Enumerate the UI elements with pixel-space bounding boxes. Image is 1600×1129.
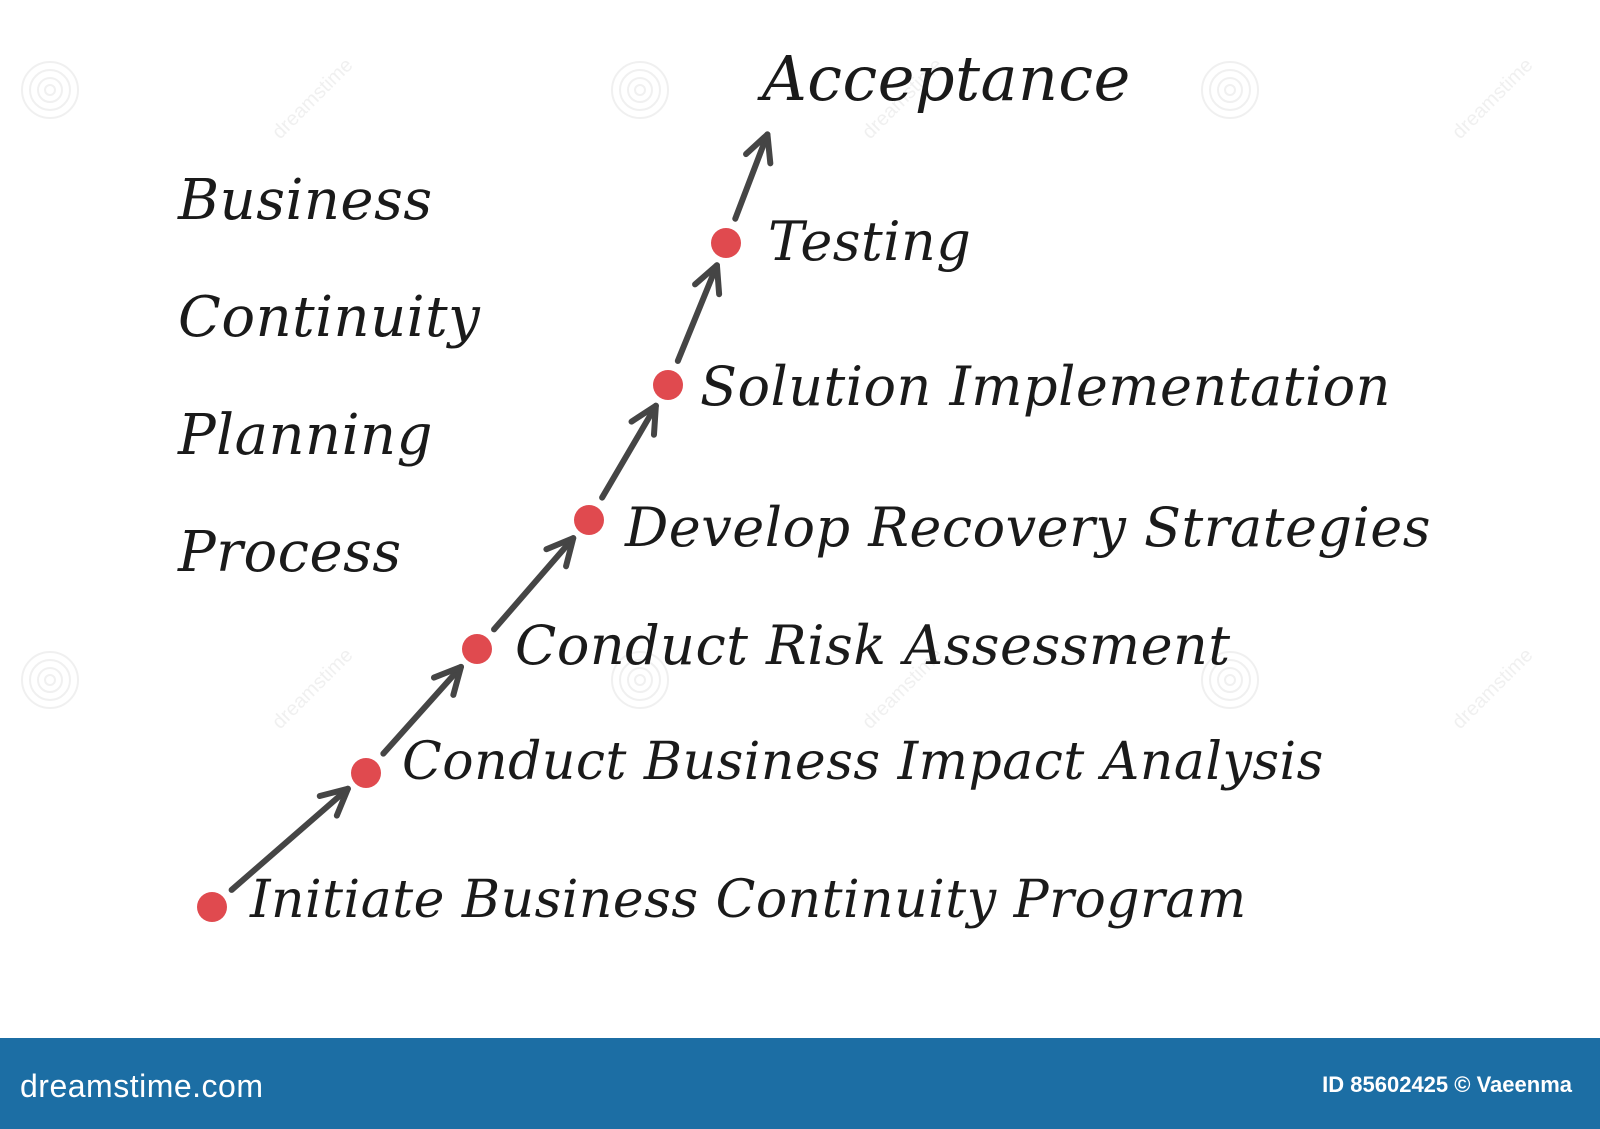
step-dot-1 xyxy=(197,892,227,922)
arrow-head-3 xyxy=(543,535,577,570)
arrow-head-5 xyxy=(692,262,723,298)
footer-logo[interactable]: dreamstime.com xyxy=(20,1068,264,1104)
goal-label-acceptance: Acceptance xyxy=(762,42,1131,115)
step-dot-6 xyxy=(711,228,741,258)
step-label-impact-analysis: Conduct Business Impact Analysis xyxy=(402,732,1324,792)
step-label-testing: Testing xyxy=(768,210,972,273)
arrow-head-4 xyxy=(628,402,659,438)
arrow-head-2 xyxy=(430,663,464,698)
arrow-shaft-5 xyxy=(674,262,720,364)
title-line-continuity: Continuity xyxy=(178,285,481,350)
title-line-business: Business xyxy=(178,168,433,233)
step-label-recovery-strategies: Develop Recovery Strategies xyxy=(625,496,1431,559)
step-label-risk-assessment: Conduct Risk Assessment xyxy=(515,614,1231,677)
arrow-shaft-3 xyxy=(491,535,577,633)
arrow-head-1 xyxy=(316,785,351,819)
step-label-solution-implementation: Solution Implementation xyxy=(700,355,1391,418)
title-line-planning: Planning xyxy=(178,403,433,468)
step-dot-2 xyxy=(351,758,381,788)
diagram-canvas xyxy=(197,131,774,922)
step-dot-4 xyxy=(574,505,604,535)
arrow-shaft-6 xyxy=(732,131,771,222)
arrow-head-6 xyxy=(743,131,774,167)
arrow-shaft-2 xyxy=(380,663,464,757)
footer-bar: dreamstime.com ID 85602425 © Vaeenma xyxy=(0,1038,1600,1129)
arrow-shaft-4 xyxy=(599,402,659,501)
step-dot-3 xyxy=(462,634,492,664)
step-label-initiate: Initiate Business Continuity Program xyxy=(250,870,1247,930)
title-line-process: Process xyxy=(178,520,402,585)
step-dot-5 xyxy=(653,370,683,400)
arrow-shaft-1 xyxy=(228,785,351,893)
footer-image-id: ID 85602425 © Vaeenma xyxy=(1322,1072,1572,1097)
